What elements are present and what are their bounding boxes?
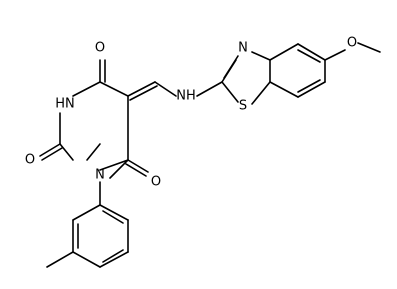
atom-o-left: O <box>25 153 35 168</box>
atom-o-bottom: O <box>151 175 161 190</box>
atom-n-ring: N <box>95 168 105 183</box>
atom-s-thiazole: S <box>239 99 247 114</box>
atom-n-thiazole: N <box>238 41 248 56</box>
atom-nh-ring: HN <box>55 97 75 112</box>
atom-o-methoxy: O <box>347 36 357 51</box>
bond-lines <box>39 42 381 268</box>
atom-o-top: O <box>95 41 105 56</box>
atom-labels: O HN O N O NH N S O <box>25 36 357 190</box>
atom-nh-link: NH <box>176 89 196 104</box>
